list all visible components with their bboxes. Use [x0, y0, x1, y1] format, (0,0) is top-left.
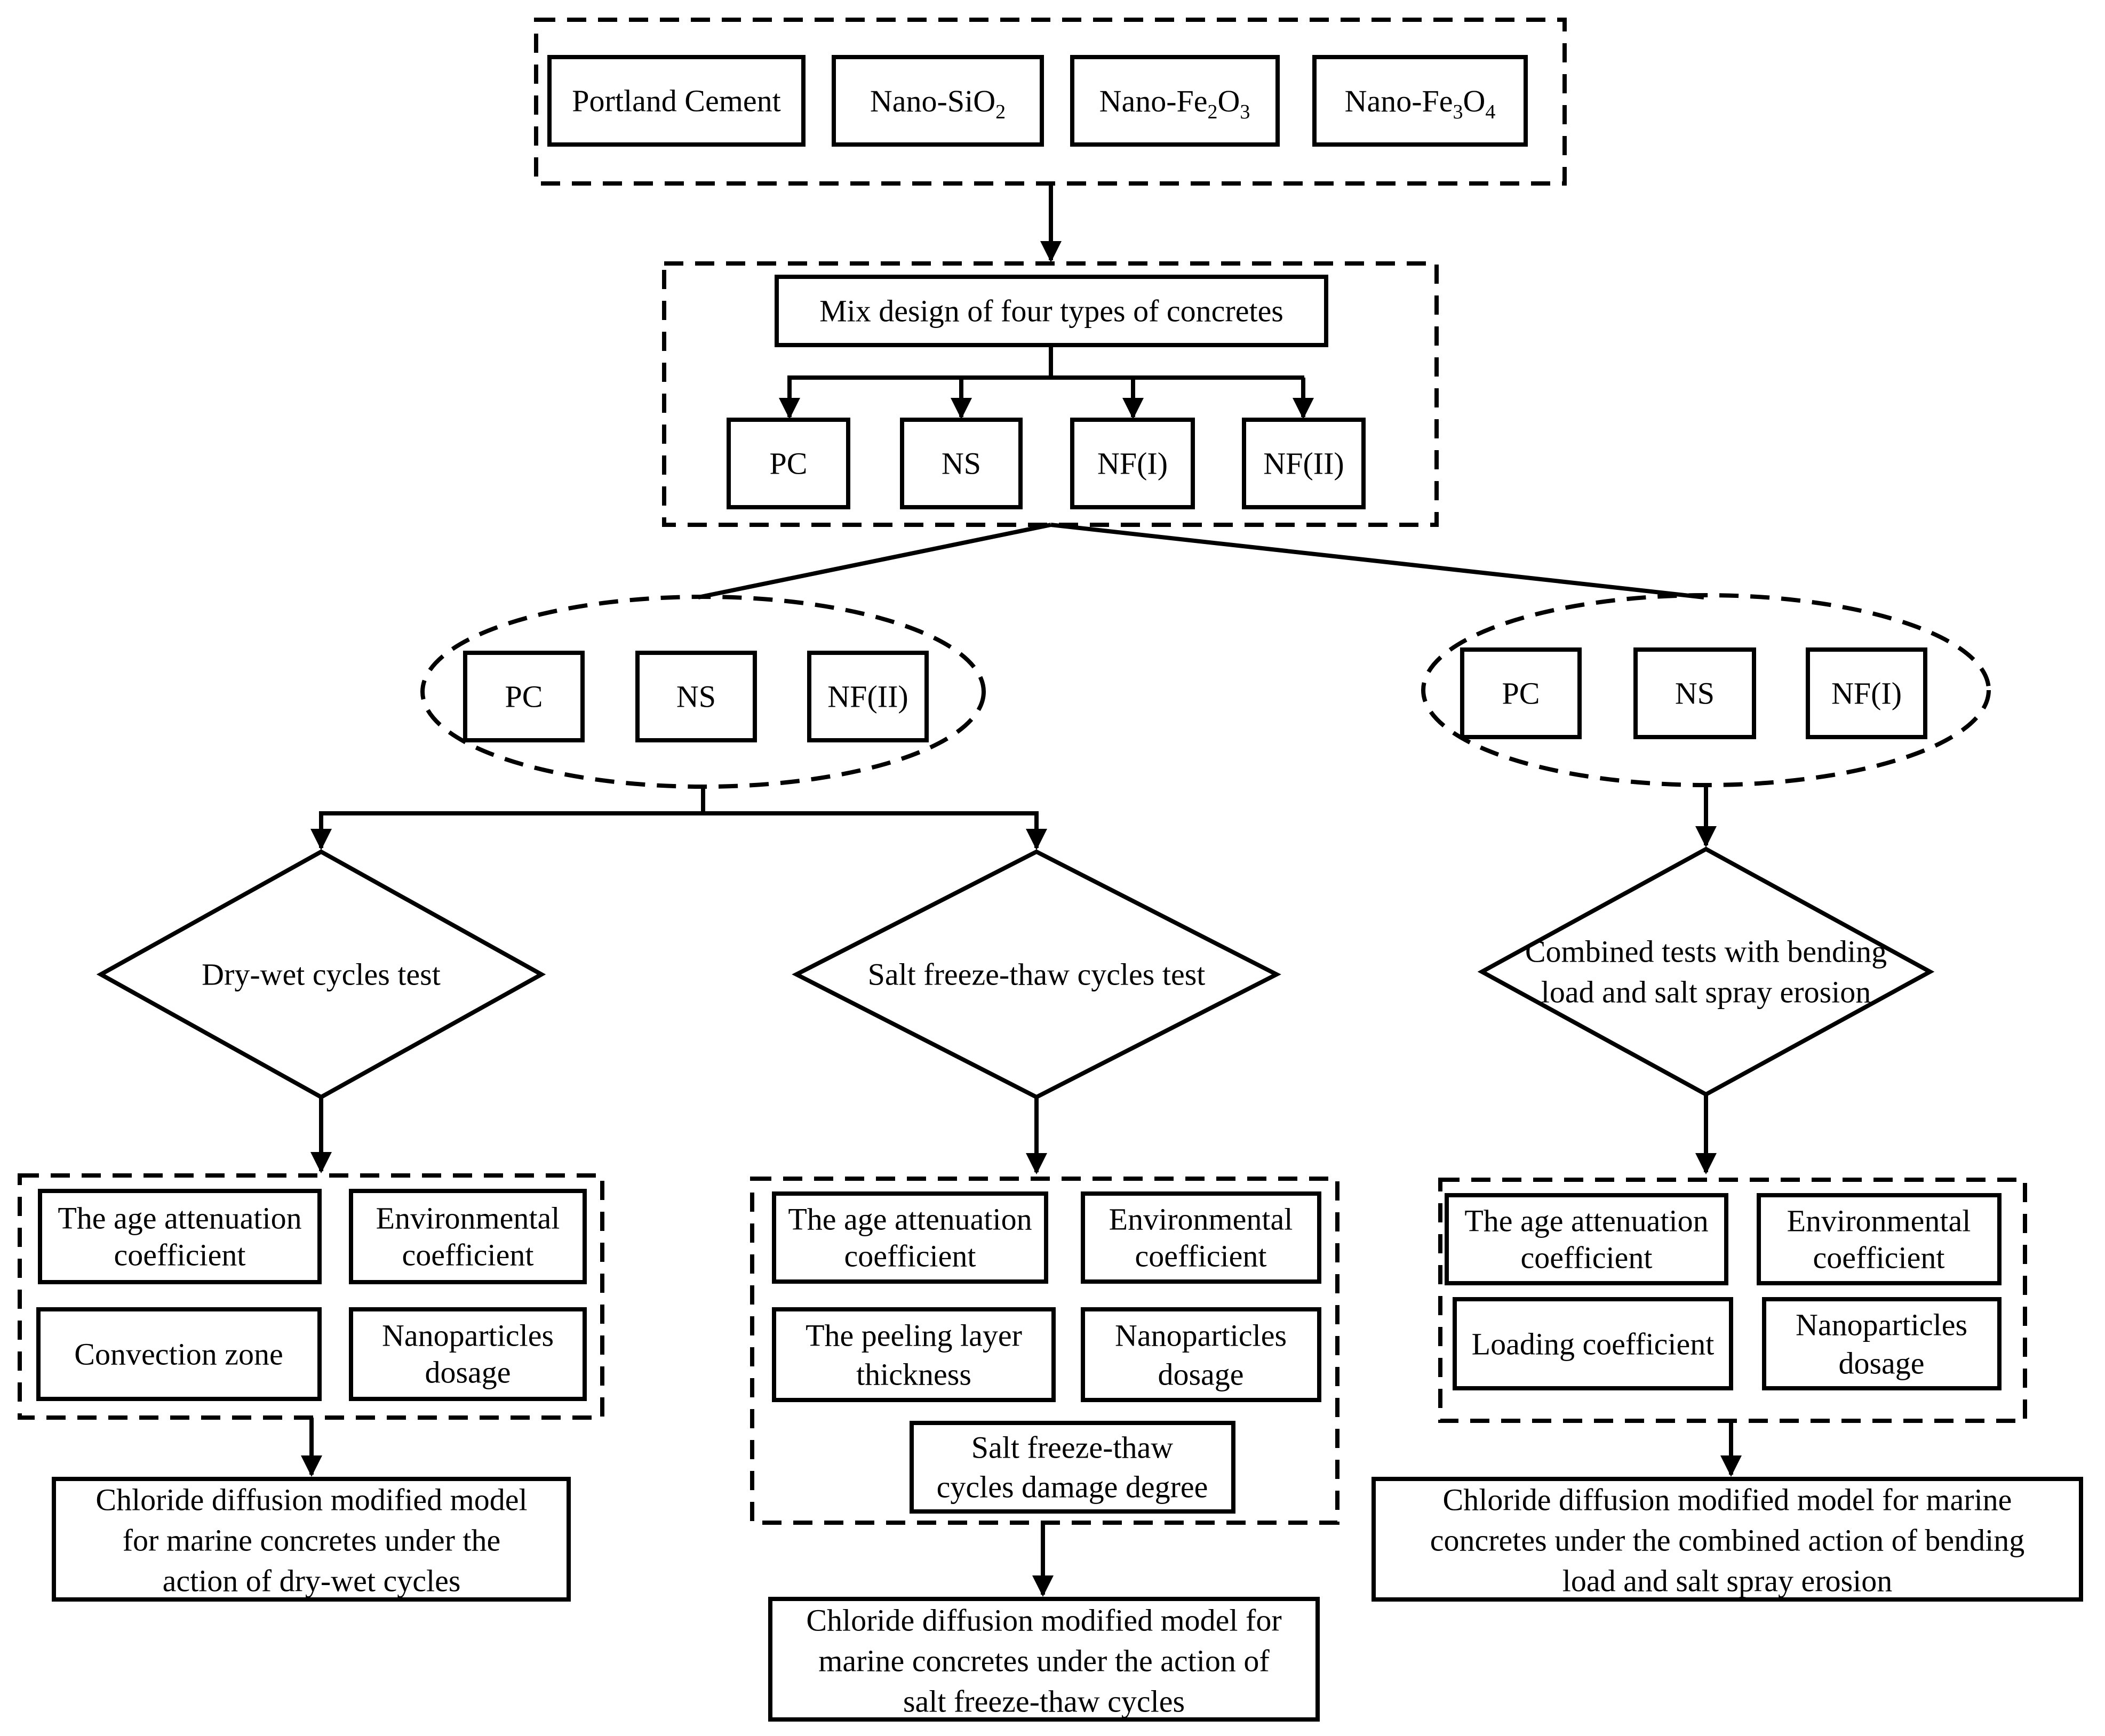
factor-label: dosage	[425, 1355, 511, 1390]
material-box-nano-fe3o4: Nano-Fe3O4	[1312, 55, 1528, 147]
material-box-nano-fe2o3: Nano-Fe2O3	[1070, 55, 1280, 147]
mix-design-group-frame	[662, 261, 1439, 527]
model-box-salt-freeze: Chloride diffusion modified model for ma…	[768, 1597, 1320, 1722]
model-label-line: Chloride diffusion modified model for ma…	[1443, 1483, 2012, 1517]
factor-label: The peeling layer	[806, 1318, 1022, 1353]
factor-label: coefficient	[844, 1239, 976, 1274]
mix-type-label: NF(I)	[1097, 446, 1168, 481]
factor-label: Environmental	[376, 1201, 560, 1236]
mix-type-box-nf2: NF(II)	[1242, 418, 1366, 509]
mix-type-label: PC	[770, 446, 808, 481]
factor-label: The age attenuation	[788, 1202, 1032, 1237]
factor-label: Environmental	[1109, 1202, 1293, 1237]
material-box-nano-sio2: Nano-SiO2	[832, 55, 1044, 147]
material-box-portland-cement: Portland Cement	[547, 55, 806, 147]
factor-label: dosage	[1158, 1357, 1243, 1392]
mix-type-box-pc: PC	[727, 418, 850, 509]
material-label: Nano-Fe2O3	[1099, 84, 1250, 124]
salt-freeze-factor-environmental: Environmental coefficient	[1081, 1191, 1321, 1284]
test-diamond-dry-wet: Dry-wet cycles test	[96, 849, 546, 1100]
factor-label: coefficient	[114, 1238, 246, 1273]
left-group-box-pc: PC	[463, 651, 585, 742]
salt-freeze-factor-age-attenuation: The age attenuation coefficient	[772, 1191, 1048, 1284]
model-label-line: concretes under the combined action of b…	[1430, 1523, 2025, 1558]
salt-freeze-factor-peeling-layer: The peeling layer thickness	[772, 1307, 1056, 1402]
connector-to-right-group	[1050, 523, 1704, 599]
model-box-combined: Chloride diffusion modified model for ma…	[1372, 1477, 2083, 1602]
factor-label: dosage	[1838, 1346, 1924, 1381]
right-group-box-pc: PC	[1460, 647, 1582, 739]
test-label-combined-line2: load and salt spray erosion	[1541, 975, 1871, 1010]
model-label-line: Chloride diffusion modified model for	[806, 1603, 1281, 1638]
left-group-box-nf2: NF(II)	[807, 651, 929, 742]
factor-label: coefficient	[1135, 1239, 1267, 1274]
mix-type-label: NS	[942, 446, 981, 481]
mix-design-title: Mix design of four types of concretes	[819, 294, 1283, 329]
factor-label: The age attenuation	[1464, 1204, 1708, 1238]
left-group-label: NS	[676, 679, 716, 714]
connector-to-left-group	[698, 523, 1051, 599]
right-group-box-nf1: NF(I)	[1806, 647, 1927, 739]
mix-type-box-nf1: NF(I)	[1070, 418, 1195, 509]
material-label: Portland Cement	[572, 84, 780, 118]
test-diamond-combined: Combined tests with bending load and sal…	[1477, 846, 1935, 1097]
combined-factor-environmental: Environmental coefficient	[1757, 1193, 2002, 1285]
dry-wet-factor-nanoparticles: Nanoparticles dosage	[349, 1307, 587, 1401]
test-label-dry-wet: Dry-wet cycles test	[202, 957, 441, 992]
factor-label: Nanoparticles	[1796, 1308, 1967, 1342]
right-group-label: PC	[1502, 676, 1540, 711]
model-label-line: for marine concretes under the	[123, 1523, 501, 1558]
material-label: Nano-SiO2	[870, 84, 1006, 124]
dry-wet-factor-age-attenuation: The age attenuation coefficient	[38, 1189, 322, 1284]
factor-label: Nanoparticles	[382, 1318, 554, 1353]
combined-factor-nanoparticles: Nanoparticles dosage	[1762, 1297, 2002, 1390]
material-label: Nano-Fe3O4	[1345, 84, 1496, 124]
factor-label: cycles damage degree	[937, 1470, 1208, 1505]
factor-label: coefficient	[1813, 1241, 1945, 1275]
dry-wet-factor-convection-zone: Convection zone	[36, 1307, 322, 1401]
right-group-label: NF(I)	[1831, 676, 1902, 711]
test-label-salt-freeze: Salt freeze-thaw cycles test	[868, 957, 1206, 992]
factor-label: Nanoparticles	[1115, 1318, 1287, 1353]
factor-label: Environmental	[1787, 1204, 1971, 1238]
factor-label: Salt freeze-thaw	[971, 1430, 1174, 1465]
mix-design-title-box: Mix design of four types of concretes	[775, 275, 1328, 347]
combined-factor-loading: Loading coefficient	[1453, 1297, 1733, 1390]
right-group-box-ns: NS	[1633, 647, 1756, 739]
model-label-line: salt freeze-thaw cycles	[903, 1684, 1185, 1719]
model-label-line: action of dry-wet cycles	[163, 1564, 461, 1598]
left-group-box-ns: NS	[635, 651, 757, 742]
left-group-label: PC	[505, 679, 543, 714]
factor-label: The age attenuation	[58, 1201, 301, 1236]
factor-label: coefficient	[1521, 1241, 1653, 1275]
factor-label: thickness	[856, 1357, 971, 1392]
combined-factor-age-attenuation: The age attenuation coefficient	[1445, 1193, 1728, 1285]
factor-label: Convection zone	[74, 1337, 283, 1372]
salt-freeze-factor-damage-degree: Salt freeze-thaw cycles damage degree	[910, 1421, 1235, 1514]
left-group-label: NF(II)	[827, 679, 908, 714]
model-label-line: Chloride diffusion modified model	[95, 1483, 527, 1517]
dry-wet-factor-environmental: Environmental coefficient	[349, 1189, 587, 1284]
model-label-line: marine concretes under the action of	[818, 1644, 1270, 1678]
mix-type-label: NF(II)	[1263, 446, 1344, 481]
factor-label: coefficient	[402, 1238, 534, 1273]
model-box-dry-wet: Chloride diffusion modified model for ma…	[52, 1477, 571, 1602]
mix-type-box-ns: NS	[900, 418, 1023, 509]
model-label-line: load and salt spray erosion	[1562, 1564, 1893, 1598]
salt-freeze-factor-nanoparticles: Nanoparticles dosage	[1081, 1307, 1321, 1402]
test-label-combined-line1: Combined tests with bending	[1525, 934, 1887, 969]
right-group-label: NS	[1675, 676, 1715, 711]
factor-label: Loading coefficient	[1472, 1327, 1715, 1362]
test-diamond-salt-freeze: Salt freeze-thaw cycles test	[792, 849, 1281, 1100]
